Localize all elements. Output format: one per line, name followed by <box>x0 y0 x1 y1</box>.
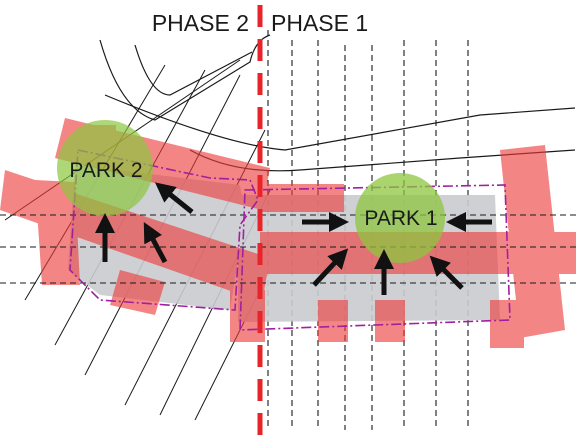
road-curve-inner <box>134 44 253 96</box>
band-bottom-a <box>318 300 348 342</box>
access-arrows <box>95 182 492 295</box>
park-1-label: PARK 1 <box>364 207 437 230</box>
arrow-icon <box>154 182 194 214</box>
park-1-circle <box>355 173 445 263</box>
boundary-left <box>69 149 259 311</box>
band-left-vertical <box>35 180 80 285</box>
arrow-icon <box>312 248 349 287</box>
park-2-label: PARK 2 <box>69 159 142 182</box>
band-bottom-c <box>490 300 524 348</box>
band-right-slanted <box>500 145 565 338</box>
phase-2-heading: PHASE 2 <box>152 10 249 36</box>
arrow-icon <box>143 222 168 264</box>
parks <box>57 120 445 263</box>
park-2-circle <box>57 120 153 216</box>
arrow-icon <box>429 255 464 290</box>
road-upper-right <box>104 94 576 151</box>
band-bottom-b <box>375 300 405 342</box>
phase-1-heading: PHASE 1 <box>271 10 368 36</box>
site-boundary <box>69 149 511 331</box>
